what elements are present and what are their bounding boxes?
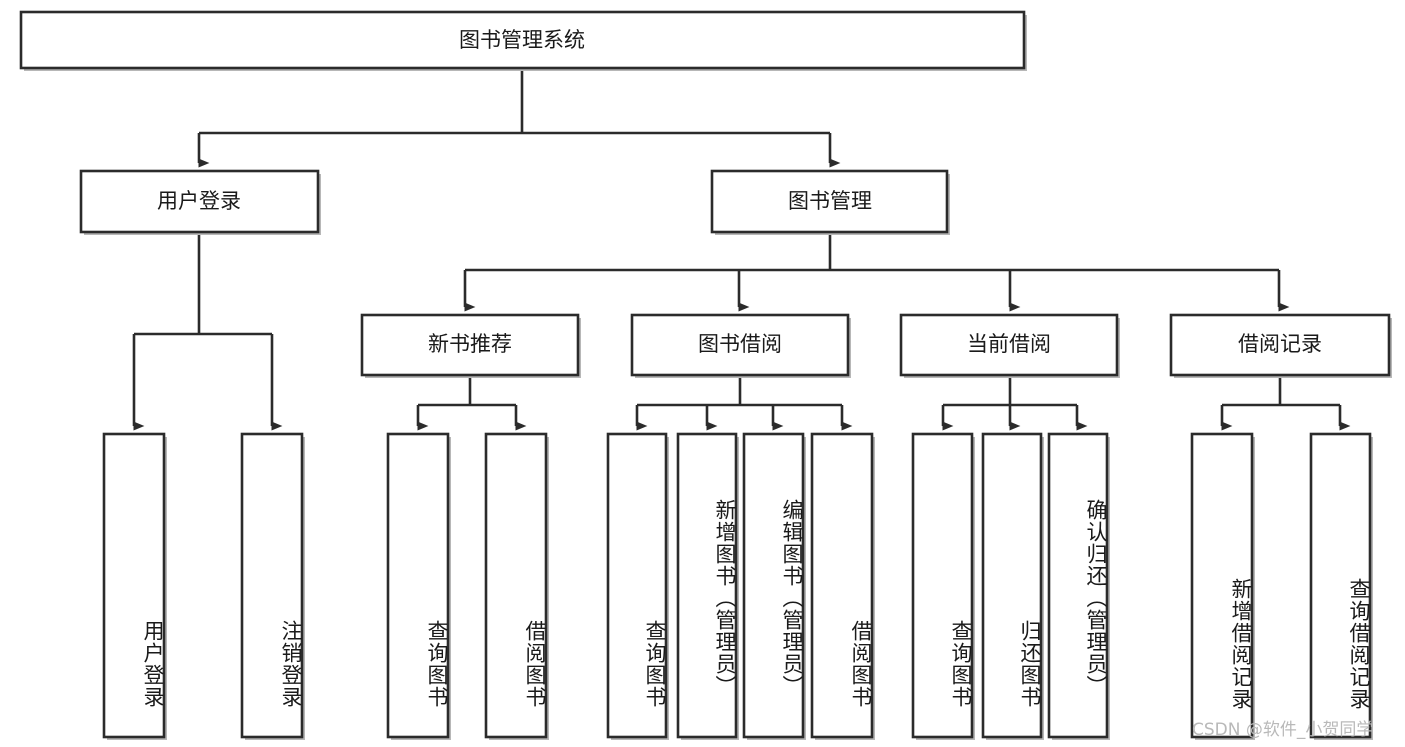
csdn-watermark: CSDN @软件_小贺同学 — [1192, 720, 1374, 740]
node-book-management[interactable]: 图书管理 — [710, 169, 950, 235]
node-leaf-query-book-2-box — [606, 432, 668, 739]
node-leaf-confirm-return-admin[interactable] — [1047, 432, 1110, 740]
node-leaf-borrow-book-2-box — [810, 432, 874, 739]
node-new-book-recommend-label: 新书推荐 — [428, 332, 512, 356]
node-leaf-query-borrow-record[interactable] — [1309, 432, 1373, 740]
node-leaf-query-book-1[interactable] — [386, 432, 451, 740]
node-book-borrow-box — [630, 313, 850, 377]
node-leaf-user-login[interactable] — [102, 432, 167, 740]
node-current-borrow-box — [899, 313, 1119, 377]
node-user-login-label: 用户登录 — [157, 189, 241, 213]
node-borrow-record-label: 借阅记录 — [1238, 332, 1322, 356]
node-system-title[interactable]: 图书管理系统 — [19, 10, 1027, 71]
leaf-node-boxes — [102, 432, 1373, 740]
node-leaf-add-book-admin-box — [676, 432, 738, 739]
node-leaf-add-borrow-record[interactable] — [1190, 432, 1255, 740]
node-leaf-query-book-3-box — [911, 432, 974, 739]
node-system-title-label: 图书管理系统 — [459, 28, 585, 52]
connector-lines — [132, 68, 1351, 431]
node-leaf-logout-login[interactable] — [240, 432, 305, 740]
node-leaf-borrow-book-2[interactable] — [810, 432, 875, 740]
node-borrow-record[interactable]: 借阅记录 — [1169, 313, 1392, 378]
node-system-title-box — [19, 10, 1026, 70]
node-leaf-add-book-admin[interactable] — [676, 432, 739, 740]
node-leaf-logout-login-box — [240, 432, 304, 739]
node-leaf-add-borrow-record-box — [1190, 432, 1254, 739]
node-leaf-edit-book-admin[interactable] — [742, 432, 806, 740]
node-leaf-confirm-return-admin-box — [1047, 432, 1109, 739]
node-leaf-query-book-3[interactable] — [911, 432, 975, 740]
node-leaf-user-login-box — [102, 432, 166, 739]
node-leaf-return-book-box — [981, 432, 1043, 739]
node-book-borrow-label: 图书借阅 — [698, 332, 782, 356]
node-leaf-borrow-book-1[interactable] — [484, 432, 549, 740]
node-current-borrow-label: 当前借阅 — [967, 332, 1051, 356]
node-leaf-edit-book-admin-box — [742, 432, 805, 739]
node-new-book-recommend[interactable]: 新书推荐 — [360, 313, 581, 378]
node-borrow-record-box — [1169, 313, 1391, 377]
node-user-login-box — [79, 169, 320, 234]
node-book-borrow[interactable]: 图书借阅 — [630, 313, 851, 378]
node-leaf-query-borrow-record-box — [1309, 432, 1372, 739]
node-user-login[interactable]: 用户登录 — [79, 169, 321, 235]
node-leaf-return-book[interactable] — [981, 432, 1044, 740]
node-book-management-label: 图书管理 — [788, 189, 872, 213]
node-leaf-query-book-1-box — [386, 432, 450, 739]
node-new-book-recommend-box — [360, 313, 580, 377]
node-leaf-query-book-2[interactable] — [606, 432, 669, 740]
node-book-management-box — [710, 169, 949, 234]
node-leaf-borrow-book-1-box — [484, 432, 548, 739]
node-current-borrow[interactable]: 当前借阅 — [899, 313, 1120, 378]
